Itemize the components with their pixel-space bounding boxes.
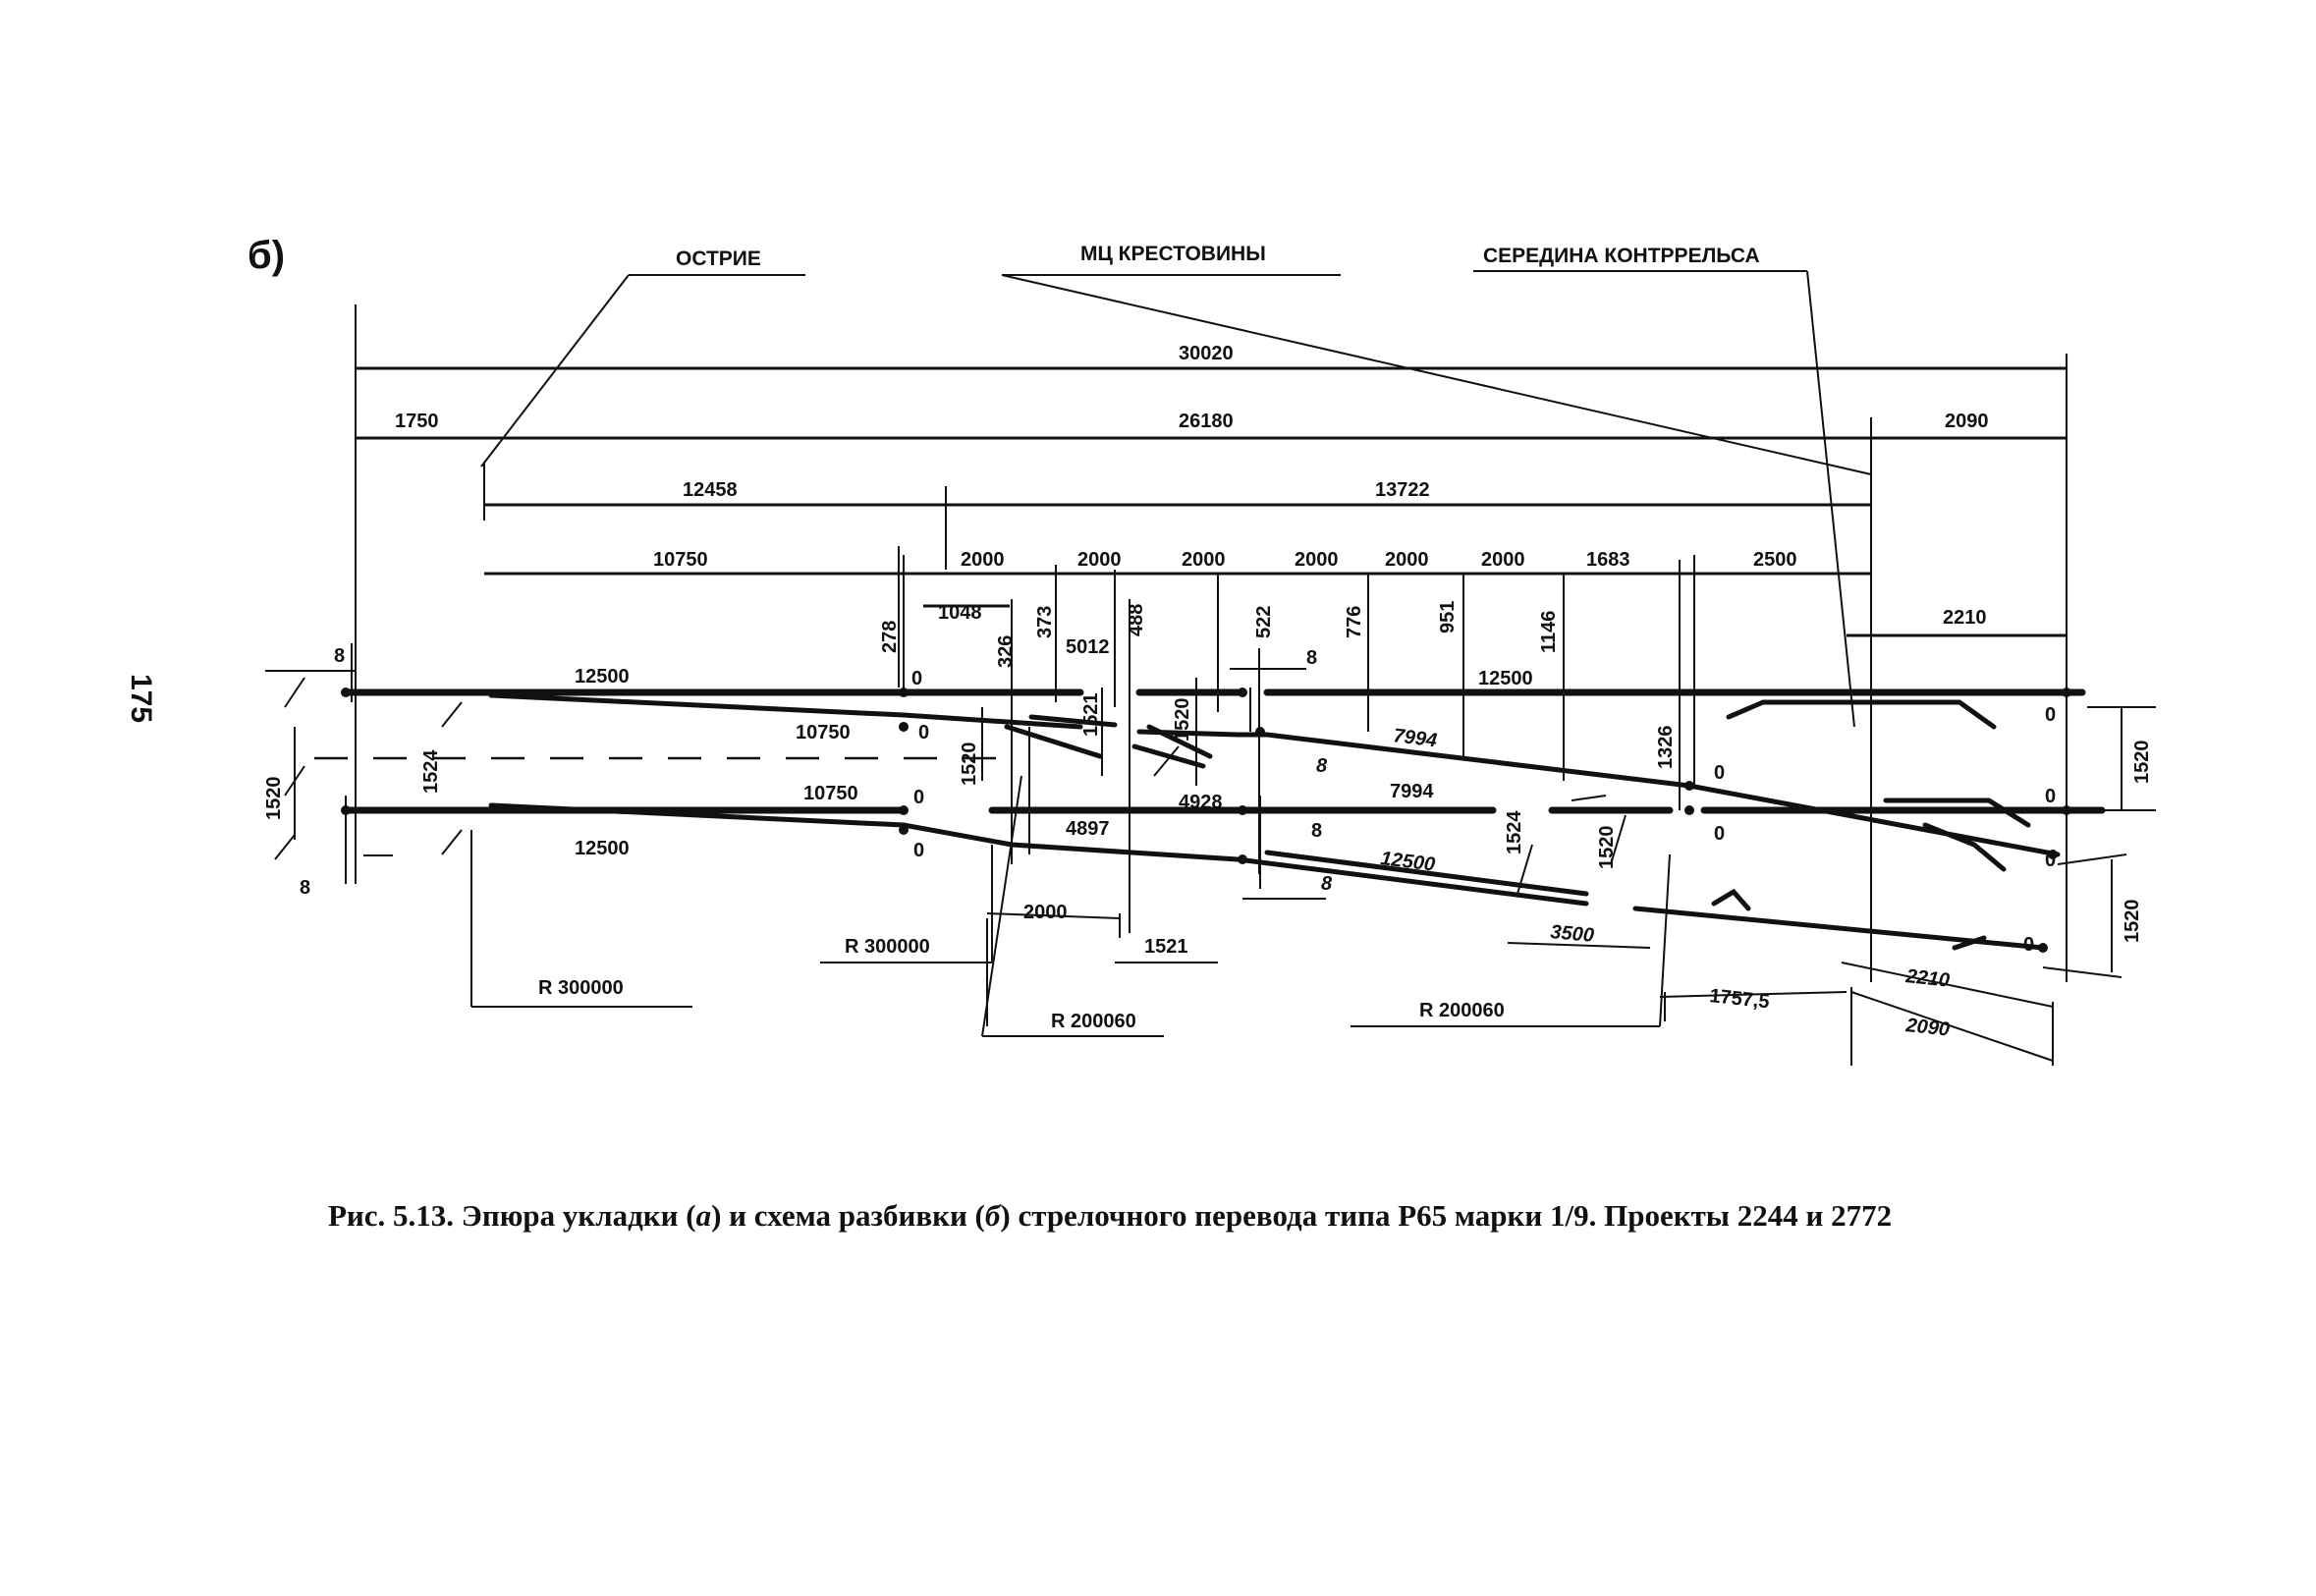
zero-6: 0 [1714, 762, 1725, 784]
radius-2: R 300000 [845, 936, 930, 958]
dim-gap-8-mid-d: 8 [1321, 873, 1333, 895]
dim-rail-4897: 4897 [1066, 818, 1110, 840]
zero-8: 0 [1714, 823, 1725, 845]
dim-ord-776: 776 [1344, 606, 1365, 638]
bottom-1757: 1757,5 [1708, 985, 1770, 1013]
radius-3: R 200060 [1051, 1011, 1136, 1032]
dim-rail-10750-lower: 10750 [803, 783, 858, 804]
zero-10: 0 [2023, 934, 2034, 956]
dim-overall: 30020 [1179, 343, 1234, 364]
dim-seg-2210-top: 2210 [1943, 607, 1987, 629]
dim-ord-1326: 1326 [1655, 726, 1677, 770]
dim-seg-2000-d: 2000 [1295, 549, 1339, 571]
dim-ord-488: 488 [1126, 604, 1147, 636]
caption-a: а [695, 1198, 712, 1233]
dim-seg-2000-a: 2000 [961, 549, 1005, 571]
bottom-2090: 2090 [1903, 1015, 1951, 1041]
label-frog-center: МЦ КРЕСТОВИНЫ [1080, 243, 1266, 265]
figure-caption: Рис. 5.13. Эпюра укладки (а) и схема раз… [328, 1198, 1892, 1234]
dimension-labels: 30020 1750 26180 2090 12458 13722 10750 … [263, 343, 2153, 1041]
dim-gauge-1520-a: 1520 [1172, 698, 1193, 743]
dim-seg-2500: 2500 [1753, 549, 1797, 571]
dim-ord-326: 326 [995, 635, 1017, 668]
dim-rail-7994-b: 7994 [1390, 781, 1434, 802]
dim-seg-1683: 1683 [1586, 549, 1630, 571]
rails [314, 688, 2106, 951]
radius-leaders [470, 775, 1671, 1037]
zero-1: 0 [911, 668, 922, 689]
dim-rail-12500-bottom-right: 12500 [1379, 848, 1436, 876]
dim-rail-12500-top-left: 12500 [575, 666, 630, 688]
dim-gauge-1520-right: 1520 [1596, 826, 1618, 870]
dim-rail-10750-upper: 10750 [796, 722, 851, 743]
dim-seg-2000-e: 2000 [1385, 549, 1429, 571]
zero-5: 0 [2045, 704, 2056, 726]
dim-front: 1750 [395, 411, 439, 432]
dim-seg-2000-b: 2000 [1077, 549, 1122, 571]
dim-rail-4928: 4928 [1179, 792, 1223, 813]
caption-b: б [984, 1198, 1001, 1233]
dim-len-5012: 5012 [1066, 636, 1110, 658]
dim-gauge-1520-end-top: 1520 [2131, 741, 2153, 785]
dim-gap-8-left-bottom: 8 [300, 877, 310, 899]
dim-ord-951: 951 [1437, 601, 1459, 633]
dim-ord-522: 522 [1253, 606, 1275, 638]
bottom-2210: 2210 [1903, 965, 1951, 992]
dim-ord-373: 373 [1034, 606, 1056, 638]
dim-seg-2000-c: 2000 [1182, 549, 1226, 571]
label-guard-rail-middle: СЕРЕДИНА КОНТРРЕЛЬСА [1483, 245, 1760, 267]
dim-to-frog-b: 13722 [1375, 479, 1430, 501]
dim-gauge-1524-left: 1524 [420, 749, 442, 794]
dim-gap-8-mid-c: 8 [1311, 820, 1322, 842]
dim-gauge-1520-left: 1520 [263, 777, 285, 821]
dimension-lines [265, 366, 2067, 900]
dim-to-frog-a: 12458 [683, 479, 738, 501]
dim-rail-12500-bottom-left: 12500 [575, 838, 630, 859]
caption-part1: Рис. 5.13. Эпюра укладки ( [328, 1198, 696, 1233]
bottom-1521: 1521 [1144, 936, 1188, 958]
dim-gauge-1520-b: 1520 [959, 743, 980, 787]
zero-4: 0 [913, 840, 924, 861]
dim-gap-8-left-top: 8 [334, 645, 345, 667]
zero-9: 0 [2045, 850, 2056, 871]
joint-dots [341, 688, 2071, 953]
label-point: ОСТРИЕ [676, 248, 761, 270]
dim-main: 26180 [1179, 411, 1234, 432]
bottom-3500: 3500 [1550, 921, 1595, 947]
radius-1: R 300000 [538, 977, 624, 999]
dim-gauge-1521-a: 1521 [1080, 693, 1102, 738]
bottom-2000: 2000 [1023, 902, 1068, 923]
dim-seg-10750: 10750 [653, 549, 708, 571]
dimension-ticks [345, 555, 1681, 933]
dim-gauge-1524-a: 1524 [1504, 810, 1525, 854]
dim-ord-278: 278 [879, 621, 901, 653]
dim-rear: 2090 [1945, 411, 1989, 432]
extension-lines [355, 304, 2068, 982]
dim-len-1048: 1048 [938, 602, 982, 624]
dim-rail-12500-top-right: 12500 [1478, 668, 1533, 689]
dim-gap-8-mid-top: 8 [1306, 647, 1317, 669]
zero-7: 0 [2045, 786, 2056, 807]
dim-seg-2000-f: 2000 [1481, 549, 1525, 571]
callout-leaders [480, 270, 1872, 728]
radius-4: R 200060 [1419, 1000, 1505, 1021]
panel-letter: б) [248, 234, 286, 277]
caption-part2: ) и схема разбивки ( [711, 1198, 985, 1233]
zero-2: 0 [918, 722, 929, 743]
dim-ord-1146: 1146 [1538, 611, 1560, 653]
caption-part3: ) стрелочного перевода типа Р65 марки 1/… [1000, 1198, 1893, 1233]
dim-gap-8-mid-b: 8 [1316, 755, 1328, 777]
zero-3: 0 [913, 787, 924, 808]
dim-rail-7994-a: 7994 [1392, 725, 1438, 751]
dim-gauge-1520-end-bottom: 1520 [2122, 900, 2143, 944]
